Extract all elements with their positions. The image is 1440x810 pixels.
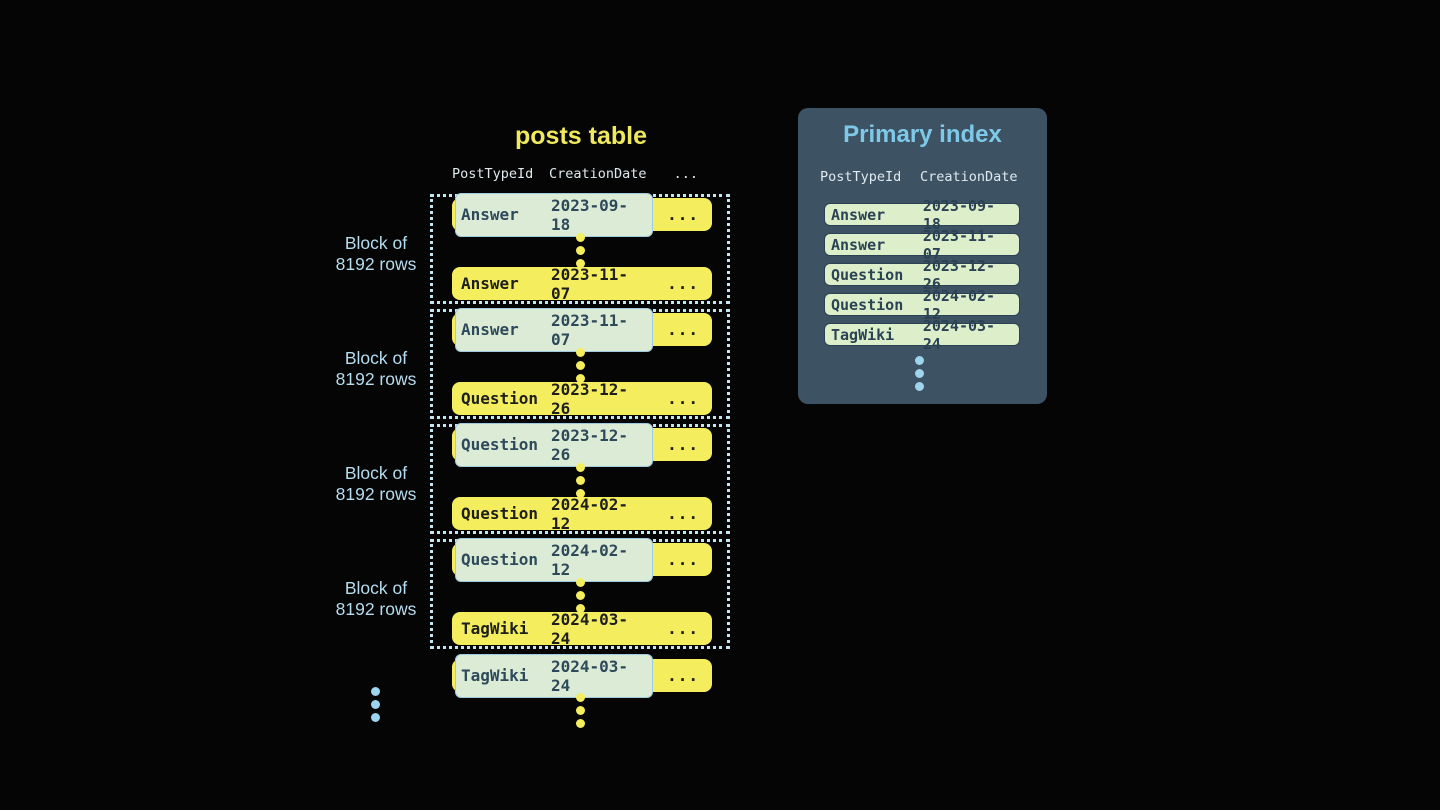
creation-date-cell: 2023-12-26 — [922, 256, 996, 293]
table-row: Answer 2023-09-18 ... — [452, 192, 712, 237]
block-label-line1: Block of — [344, 233, 408, 253]
primary-index-title: Primary index — [843, 121, 1002, 148]
posts-table-title: posts table — [515, 122, 647, 150]
post-type-cell: Question — [461, 504, 539, 523]
post-type-cell: Answer — [461, 205, 519, 224]
posts-block-1: Answer 2023-09-18 ... Answer 2023-11-07 … — [430, 192, 730, 304]
block-label-line2: 8192 rows — [335, 599, 417, 619]
row-ellipsis: ... — [667, 320, 699, 339]
creation-date-cell: 2023-09-18 — [922, 196, 996, 233]
post-type-cell: Question — [461, 550, 539, 569]
row-cells: Answer 2023-11-07 — [455, 262, 653, 306]
creation-date-cell: 2024-02-12 — [551, 494, 629, 533]
column-posttypeid: PostTypeId — [820, 169, 902, 185]
creation-date-cell: 2023-11-07 — [551, 310, 629, 349]
creation-date-cell: 2024-02-12 — [551, 540, 629, 579]
indexed-key-highlight: Answer 2023-09-18 — [455, 192, 653, 237]
creation-date-cell: 2024-03-24 — [551, 656, 629, 695]
vertical-ellipsis-dots — [915, 356, 924, 391]
creation-date-cell: 2024-02-12 — [922, 286, 996, 323]
vertical-ellipsis-dots — [576, 693, 585, 728]
table-row: Answer 2023-11-07 ... — [452, 307, 712, 352]
table-row: Question 2024-02-12 ... — [452, 537, 712, 582]
block-label-line2: 8192 rows — [335, 484, 417, 504]
index-row: Answer 2023-11-07 — [824, 227, 1020, 263]
post-type-cell: Answer — [461, 320, 519, 339]
column-creationdate: CreationDate — [549, 166, 647, 182]
indexed-key-highlight: Question 2024-02-12 — [455, 537, 653, 582]
row-ellipsis: ... — [667, 389, 699, 408]
block-label-line2: 8192 rows — [335, 254, 417, 274]
creation-date-cell: 2023-11-07 — [922, 226, 996, 263]
primary-index-column-header: PostTypeId CreationDate — [820, 169, 1025, 185]
posts-block-4: Question 2024-02-12 ... TagWiki 2024-03-… — [430, 537, 730, 649]
post-type-cell: Question — [461, 389, 539, 408]
row-cells: Question 2024-02-12 — [455, 492, 653, 536]
post-type-cell: Answer — [831, 235, 886, 254]
index-row: Question 2023-12-26 — [824, 257, 1020, 293]
post-type-cell: Question — [831, 265, 904, 284]
post-type-cell: Answer — [831, 205, 886, 224]
table-row-overflow: TagWiki 2024-03-24 ... — [452, 653, 712, 698]
creation-date-cell: 2023-11-07 — [551, 264, 629, 303]
posts-table-column-header: PostTypeId CreationDate ... — [452, 166, 698, 182]
block-label-line1: Block of — [344, 463, 408, 483]
block-label-line1: Block of — [344, 578, 408, 598]
row-cells: Question 2023-12-26 — [455, 377, 653, 421]
post-type-cell: Question — [461, 435, 539, 454]
block-label-line2: 8192 rows — [335, 369, 417, 389]
column-more-ellipsis: ... — [673, 166, 698, 182]
index-row: Question 2024-02-12 — [824, 287, 1020, 323]
table-row: Question 2024-02-12 ... — [452, 495, 712, 533]
indexed-key-highlight: Question 2023-12-26 — [455, 422, 653, 467]
posts-block-2: Answer 2023-11-07 ... Question 2023-12-2… — [430, 307, 730, 419]
vertical-ellipsis-dots — [576, 233, 585, 268]
index-row: TagWiki 2024-03-24 — [824, 317, 1020, 353]
table-row: Answer 2023-11-07 ... — [452, 265, 712, 303]
post-type-cell: TagWiki — [461, 619, 529, 638]
more-blocks-ellipsis-dots — [371, 687, 380, 722]
vertical-ellipsis-dots — [576, 348, 585, 383]
row-cells: TagWiki 2024-03-24 — [455, 607, 653, 651]
block-label: Block of 8192 rows — [316, 463, 436, 505]
table-row: TagWiki 2024-03-24 ... — [452, 610, 712, 648]
row-ellipsis: ... — [667, 504, 699, 523]
column-creationdate: CreationDate — [920, 169, 1018, 185]
column-posttypeid: PostTypeId — [452, 166, 534, 182]
row-ellipsis: ... — [667, 435, 699, 454]
creation-date-cell: 2024-03-24 — [922, 316, 996, 353]
table-row: Question 2023-12-26 ... — [452, 422, 712, 467]
block-label: Block of 8192 rows — [316, 578, 436, 620]
row-ellipsis: ... — [667, 274, 699, 293]
vertical-ellipsis-dots — [576, 578, 585, 613]
indexed-key-highlight: Answer 2023-11-07 — [455, 307, 653, 352]
creation-date-cell: 2023-09-18 — [551, 195, 629, 234]
row-ellipsis: ... — [667, 550, 699, 569]
creation-date-cell: 2024-03-24 — [551, 609, 629, 648]
block-label: Block of 8192 rows — [316, 233, 436, 275]
row-ellipsis: ... — [667, 666, 699, 685]
creation-date-cell: 2023-12-26 — [551, 379, 629, 418]
indexed-key-highlight: TagWiki 2024-03-24 — [455, 653, 653, 698]
post-type-cell: TagWiki — [831, 325, 895, 344]
posts-block-3: Question 2023-12-26 ... Question 2024-02… — [430, 422, 730, 534]
row-ellipsis: ... — [667, 205, 699, 224]
block-label: Block of 8192 rows — [316, 348, 436, 390]
vertical-ellipsis-dots — [576, 463, 585, 498]
post-type-cell: Question — [831, 295, 904, 314]
primary-index-panel: Primary index PostTypeId CreationDate An… — [798, 108, 1047, 404]
creation-date-cell: 2023-12-26 — [551, 425, 629, 464]
post-type-cell: TagWiki — [461, 666, 529, 685]
post-type-cell: Answer — [461, 274, 519, 293]
row-ellipsis: ... — [667, 619, 699, 638]
block-label-line1: Block of — [344, 348, 408, 368]
index-row: Answer 2023-09-18 — [824, 197, 1020, 233]
table-row: Question 2023-12-26 ... — [452, 380, 712, 418]
